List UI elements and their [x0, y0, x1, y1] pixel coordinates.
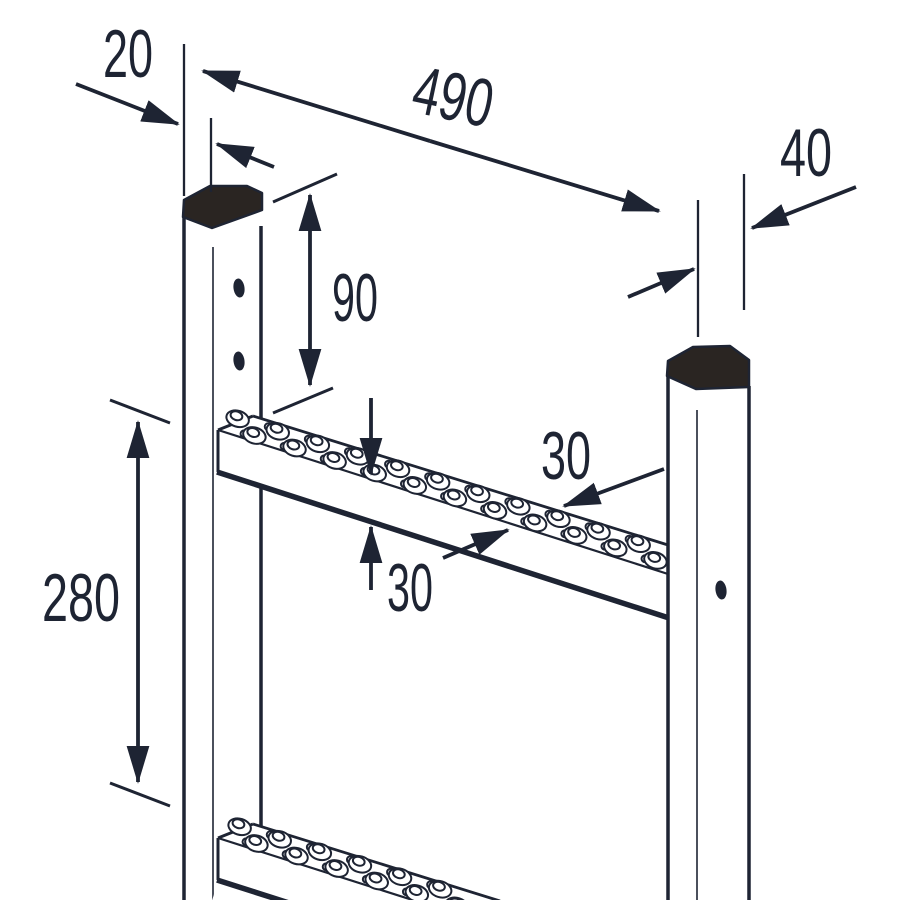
dim-overall-width: 490: [201, 52, 661, 213]
dim-arrow: [201, 69, 431, 143]
right-stile-end-cap: [665, 344, 751, 391]
dim-rung-height: 30: [359, 398, 510, 626]
bolt-hole: [233, 278, 245, 298]
left-stile-end-cap: [181, 184, 264, 230]
dim-arrow: [750, 185, 857, 230]
tick-line: [272, 172, 338, 204]
tick-line: [272, 386, 334, 415]
left-stile-body: [184, 214, 261, 900]
dim-arrow: [215, 142, 275, 169]
dim-arrow: [442, 528, 510, 560]
dim-label-20: 20: [103, 16, 153, 92]
dim-rung-spacing: 280: [42, 398, 171, 808]
dim-arrow: [627, 267, 696, 299]
dim-label-90: 90: [332, 260, 378, 336]
right-stile: [665, 344, 751, 900]
bolt-hole: [233, 351, 245, 371]
dim-arrow: [429, 139, 661, 213]
left-stile: [181, 184, 264, 900]
dim-label-280: 280: [42, 560, 120, 636]
dim-label-490: 490: [406, 52, 500, 143]
lower-rung-rear-edge: [252, 822, 501, 900]
tick-line: [109, 781, 171, 808]
dim-arrow: [75, 82, 180, 126]
dim-stile-thickness: 20: [75, 16, 275, 196]
dim-label-30-depth: 30: [541, 418, 591, 494]
dim-label-30-height: 30: [387, 550, 433, 626]
lower-rung-bottom-edge: [216, 877, 289, 900]
tick-line: [109, 398, 171, 425]
dim-arrow: [562, 467, 665, 508]
upper-rung-bottom-edge: [216, 469, 670, 621]
upper-rung-stud-texture: [225, 409, 668, 570]
bolt-hole: [715, 580, 727, 600]
dim-top-offset: 90: [272, 172, 378, 415]
dim-rung-depth: 30: [541, 418, 665, 508]
lower-rung-stud-texture: [227, 817, 470, 900]
upper-rung: [216, 409, 670, 621]
right-stile-body: [668, 375, 749, 900]
lower-rung: [212, 817, 501, 900]
dim-stile-depth: 40: [627, 115, 857, 337]
dim-label-40: 40: [780, 115, 832, 191]
